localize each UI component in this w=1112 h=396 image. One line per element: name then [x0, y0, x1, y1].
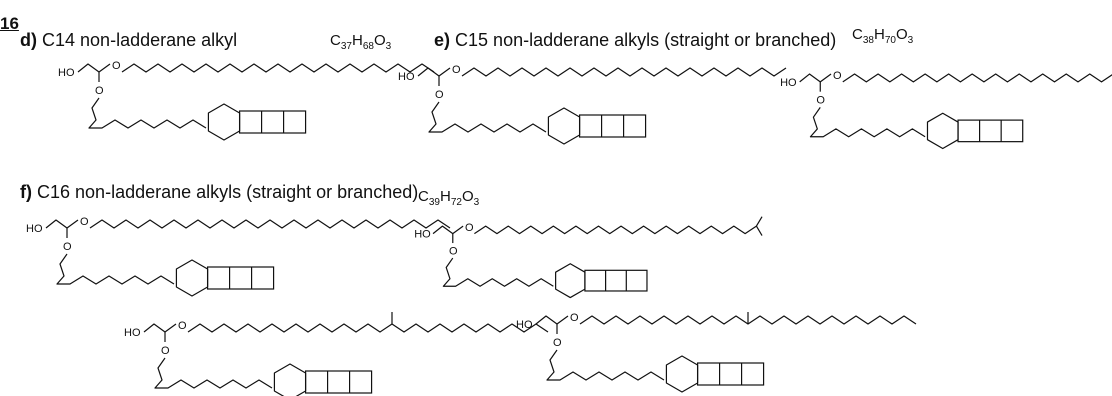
panel-f-molecule-straight-cyclobutane-ladder: [206, 266, 275, 290]
panel-d-molecule-ether-oxygen-top: O: [112, 60, 121, 72]
panel-e-molecule-straight-ether-oxygen-lower: O: [435, 89, 444, 101]
panel-f-formula-o: 3: [473, 197, 480, 208]
panel-f-molecule-mid-branched-cyclohexane-ring: [273, 363, 307, 396]
panel-f-molecule-straight-cyclohexane-ring: [175, 259, 209, 297]
panel-d-molecule-cyclohexane-ring: [207, 103, 241, 141]
panel-f-molecule-straight-ladderane-tether: [56, 253, 175, 285]
panel-f-molecule-end-branched-end-fork-up: [755, 216, 763, 227]
panel-f-formula-h: 72: [450, 197, 462, 208]
panel-f-molecule-methyl-branched-ether-oxygen-top: O: [570, 312, 579, 324]
panel-f-molecule-straight-alkyl-chain: [89, 219, 451, 229]
panel-f-molecule-end-branched-cyclohexane-ring: [555, 263, 586, 299]
panel-f-molecule-methyl-branched-ladderane-tether: [546, 349, 665, 381]
panel-e-formula-h: 70: [884, 35, 896, 46]
panel-f-molecule-end-branched-end-fork-down: [755, 225, 763, 236]
panel-f-molecule-mid-branched-ether-oxygen-lower: O: [161, 345, 170, 357]
panel-e-molecule-straight-alkyl-chain: [461, 67, 787, 77]
panel-f-molecule-straight-ether-oxygen-top: O: [80, 216, 89, 228]
panel-d-letter: d): [20, 30, 37, 50]
panel-f-formula: C39H72O3: [418, 188, 480, 208]
panel-d-molecule-cyclobutane-ladder: [238, 110, 307, 134]
panel-f-molecule-methyl-branched-backbone: [535, 315, 569, 325]
panel-f-molecule-methyl-branched-cyclobutane-ladder: [696, 362, 765, 386]
panel-f-molecule-methyl-branched-hydroxyl-label: HO: [516, 319, 533, 331]
panel-e-label: e) C15 non-ladderane alkyls (straight or…: [434, 30, 836, 51]
panel-d-molecule-ether-oxygen-lower: O: [95, 85, 104, 97]
panel-d-molecule-hydroxyl-label: HO: [58, 67, 75, 79]
panel-f-molecule-mid-branched-alkyl-chain: [187, 323, 549, 333]
panel-e-molecule-branched-cyclohexane-ring: [926, 112, 959, 150]
panel-e-formula-o: 3: [907, 35, 914, 46]
panel-e-molecule-straight-hydroxyl-label: HO: [398, 71, 415, 83]
panel-d-formula-o: 3: [385, 41, 392, 52]
panel-f-molecule-methyl-branched-cyclohexane-ring: [665, 355, 699, 393]
panel-f-molecule-mid-branched-ladderane-tether: [154, 357, 273, 389]
panel-f-molecule-end-branched-alkyl-chain: [474, 225, 757, 235]
panel-e-molecule-branched-cyclobutane-ladder: [957, 119, 1024, 143]
panel-f-molecule-mid-branched-backbone: [143, 323, 177, 333]
panel-e-molecule-straight-backbone: [417, 67, 451, 77]
panel-e-formula: C38H70O3: [852, 26, 914, 46]
panel-e-title: C15 non-ladderane alkyls (straight or br…: [455, 30, 837, 50]
panel-e-molecule-branched-ether-oxygen-lower: O: [816, 94, 825, 106]
panel-e-letter: e): [434, 30, 451, 50]
panel-d-label: d) C14 non-ladderane alkyl: [20, 30, 237, 51]
panel-e-molecule-straight-cyclobutane-ladder: [578, 114, 647, 138]
panel-f-molecule-end-branched-cyclobutane-ladder: [584, 269, 648, 292]
panel-f-molecule-mid-branched-cyclobutane-ladder: [304, 370, 373, 394]
panel-e-formula-c: 38: [862, 35, 874, 46]
panel-e-molecule-branched-hydroxyl-label: HO: [780, 77, 797, 89]
panel-f-label: f) C16 non-ladderane alkyls (straight or…: [20, 182, 418, 203]
panel-e-molecule-straight-ether-oxygen-top: O: [452, 64, 461, 76]
panel-d-formula: C37H68O3: [330, 32, 392, 52]
panel-f-molecule-straight-ether-oxygen-lower: O: [63, 241, 72, 253]
panel-e-molecule-branched-ether-oxygen-top: O: [833, 70, 842, 82]
panel-f-molecule-end-branched-ladderane-tether: [442, 257, 554, 287]
panel-f-letter: f): [20, 182, 32, 202]
panel-f-molecule-end-branched-ether-oxygen-top: O: [465, 222, 474, 234]
panel-f-molecule-mid-branched-ether-oxygen-top: O: [178, 320, 187, 332]
panel-e-molecule-branched-backbone: [799, 73, 832, 83]
panel-e-molecule-branched-ladderane-tether: [809, 107, 926, 138]
panel-e-molecule-straight-ladderane-tether: [428, 101, 547, 133]
panel-f-molecule-mid-branched-hydroxyl-label: HO: [124, 327, 141, 339]
panel-f-formula-c: 39: [428, 197, 440, 208]
panel-f-molecule-straight-hydroxyl-label: HO: [26, 223, 43, 235]
panel-d-molecule-ladderane-tether: [88, 97, 207, 129]
panel-d-molecule-alkyl-chain: [121, 63, 435, 73]
panel-f-molecule-methyl-branched-ether-oxygen-lower: O: [553, 337, 562, 349]
panel-d-formula-h: 68: [362, 41, 374, 52]
panel-e-molecule-straight-cyclohexane-ring: [547, 107, 581, 145]
panel-d-molecule-backbone: [77, 63, 111, 73]
panel-f-molecule-end-branched-hydroxyl-label: HO: [414, 228, 431, 240]
panel-e-molecule-branched-alkyl-chain: [842, 73, 1112, 83]
panel-f-molecule-end-branched-backbone: [432, 225, 464, 235]
panel-f-molecule-straight-backbone: [45, 219, 79, 229]
figure-number: 16: [0, 14, 19, 33]
panel-d-formula-c: 37: [340, 41, 352, 52]
panel-d-title: C14 non-ladderane alkyl: [42, 30, 238, 50]
panel-f-title: C16 non-ladderane alkyls (straight or br…: [37, 182, 419, 202]
panel-f-molecule-end-branched-ether-oxygen-lower: O: [449, 245, 458, 257]
